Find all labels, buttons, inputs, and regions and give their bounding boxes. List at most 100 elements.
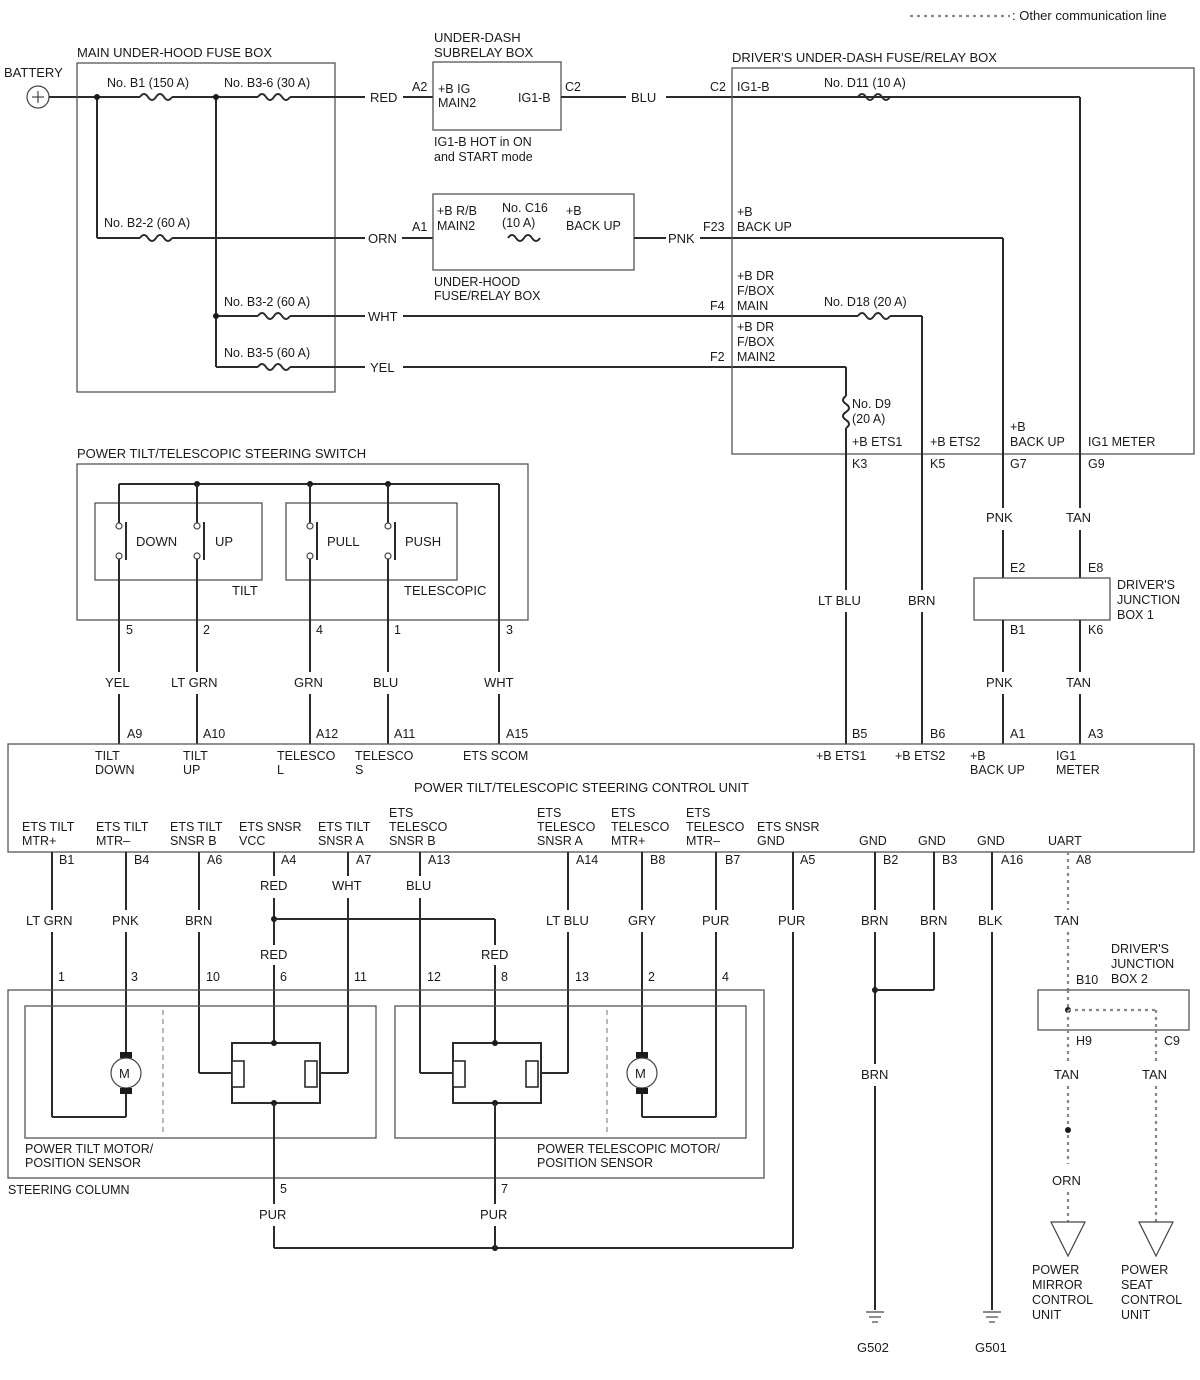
cu-pin-b6: B6: [930, 727, 945, 741]
cu-b-pin-a7: A7: [356, 853, 371, 867]
junction-box-1: E2 E8 B1 K6 DRIVER'S JUNCTION BOX 1: [973, 561, 1180, 637]
dest-seat-2: SEAT: [1121, 1278, 1153, 1292]
connector-c2-drv: C2: [710, 80, 726, 94]
junction-box-2: B10 H9 C9 DRIVER'S JUNCTION BOX 2: [1037, 942, 1190, 1048]
wire-lower-lt-blu: LT BLU: [546, 913, 589, 928]
switch-title: POWER TILT/TELESCOPIC STEERING SWITCH: [77, 446, 366, 461]
connector-k5: K5: [930, 457, 945, 471]
cu-b-label-6-2: SNSR A: [537, 834, 584, 848]
cu-label-ig1-meter-2: METER: [1056, 763, 1100, 777]
fuse-d18: No. D18 (20 A): [824, 295, 907, 309]
fuse-d18-symbol: [857, 312, 891, 320]
wire-jb2-orn: ORN: [1052, 1173, 1081, 1188]
cu-pin-b5: B5: [852, 727, 867, 741]
tele-motor-symbol: M: [635, 1066, 646, 1081]
switch-pull-label: PULL: [327, 534, 360, 549]
wire-sw-lt-grn: LT GRN: [171, 675, 217, 690]
cu-b-label-0-1: ETS TILT: [22, 820, 75, 834]
cu-b-pin-b7: B7: [725, 853, 740, 867]
connector-g9: G9: [1088, 457, 1105, 471]
fuse-c16-2: (10 A): [502, 216, 535, 230]
cu-b-label-1-1: ETS TILT: [96, 820, 149, 834]
wire-red: RED: [370, 90, 397, 105]
fuse-b3-2-symbol: [257, 312, 291, 320]
sc-pin-5: 5: [280, 1182, 287, 1196]
connector-c2-sub: C2: [565, 80, 581, 94]
subrelay-box: UNDER-DASH SUBRELAY BOX A2 +B IG MAIN2 I…: [412, 30, 581, 164]
cu-b-label-8-0: ETS: [686, 806, 710, 820]
mirror-arrow-icon: [1050, 1221, 1086, 1258]
switch-pin-4: 4: [316, 623, 323, 637]
cu-b-pin-b8: B8: [650, 853, 665, 867]
pin-ig1-meter: IG1 METER: [1088, 435, 1155, 449]
wire-lower-brn: BRN: [185, 913, 212, 928]
sc-pin-12: 12: [427, 970, 441, 984]
dest-seat: POWER SEAT CONTROL UNIT: [1121, 1221, 1182, 1322]
seat-arrow-icon: [1138, 1221, 1174, 1258]
wire-lower-lt-grn: LT GRN: [26, 913, 72, 928]
jb1-pin-k6: K6: [1088, 623, 1103, 637]
cu-label-backup-2: BACK UP: [970, 763, 1025, 777]
cu-pin-a3: A3: [1088, 727, 1103, 741]
cu-b-label-4-1: ETS TILT: [318, 820, 371, 834]
cu-b-pin-a14: A14: [576, 853, 598, 867]
cu-b-pin-b1: B1: [59, 853, 74, 867]
ground-g501-label: G501: [975, 1340, 1007, 1355]
wire-pnk-backup: PNK: [986, 510, 1013, 525]
cu-b-pin-a16: A16: [1001, 853, 1023, 867]
cu-b-label-0-2: MTR+: [22, 834, 56, 848]
wire-lower-pur-2: PUR: [778, 913, 805, 928]
cu-b-label-3-1: ETS SNSR: [239, 820, 302, 834]
switch-down-label: DOWN: [136, 534, 177, 549]
driver-fuse-box-title: DRIVER'S UNDER-DASH FUSE/RELAY BOX: [732, 50, 997, 65]
jb1-pin-e2: E2: [1010, 561, 1025, 575]
cu-pin-a11: A11: [394, 727, 415, 741]
fuse-d9-2: (20 A): [852, 412, 885, 426]
pin-backup-1: +B: [737, 205, 753, 219]
cu-label-tilt-down-2: DOWN: [95, 763, 135, 777]
driver-fuse-box: DRIVER'S UNDER-DASH FUSE/RELAY BOX C2 IG…: [703, 50, 1195, 471]
cu-label-ets-scom: ETS SCOM: [463, 749, 528, 763]
main-fuse-box: MAIN UNDER-HOOD FUSE BOX No. B1 (150 A) …: [76, 45, 365, 393]
cu-b-label-8-2: MTR–: [686, 834, 720, 848]
cu-b-label-5-1: TELESCO: [389, 820, 448, 834]
cu-b-label-12: GND: [977, 834, 1005, 848]
connector-k3: K3: [852, 457, 867, 471]
steering-switch: POWER TILT/TELESCOPIC STEERING SWITCH DO…: [76, 446, 529, 640]
wire-col-pur-left: PUR: [259, 1207, 286, 1222]
wire-lower-tan-uart: TAN: [1054, 913, 1079, 928]
dest-mirror: POWER MIRROR CONTROL UNIT: [1032, 1221, 1093, 1322]
jb2-title-1: DRIVER'S: [1111, 942, 1169, 956]
cu-b-label-11: GND: [918, 834, 946, 848]
fuse-b3-6-symbol: [257, 93, 291, 101]
subrelay-title-1: UNDER-DASH: [434, 30, 521, 45]
dest-mirror-1: POWER: [1032, 1263, 1079, 1277]
switch-pin-3: 3: [506, 623, 513, 637]
cu-b-pin-b2: B2: [883, 853, 898, 867]
switch-pin-1: 1: [394, 623, 401, 637]
switch-up-label: UP: [215, 534, 233, 549]
cu-pin-a10: A10: [203, 727, 225, 741]
wire-lower-brn-gnd1: BRN: [861, 913, 888, 928]
fuse-b3-6: No. B3-6 (30 A): [224, 76, 310, 90]
cu-b-label-4-2: SNSR A: [318, 834, 365, 848]
cu-b-label-10: GND: [859, 834, 887, 848]
tele-assy-label-2: POSITION SENSOR: [537, 1156, 653, 1170]
sc-pin-2: 2: [648, 970, 655, 984]
sc-pin-11: 11: [354, 970, 367, 984]
sc-pin-10: 10: [206, 970, 220, 984]
cu-pin-a12: A12: [316, 727, 338, 741]
relay-box-title-1: UNDER-HOOD: [434, 275, 520, 289]
subrelay-pin-out: IG1-B: [518, 91, 551, 105]
sc-pin-6: 6: [280, 970, 287, 984]
control-unit-title: POWER TILT/TELESCOPIC STEERING CONTROL U…: [414, 780, 749, 795]
sc-pin-4: 4: [722, 970, 729, 984]
wire-sw-blu: BLU: [373, 675, 398, 690]
cu-b-pin-a6: A6: [207, 853, 222, 867]
sc-pin-7: 7: [501, 1182, 508, 1196]
tilt-sensor-resistor-1: [231, 1060, 245, 1088]
cu-pin-a1: A1: [1010, 727, 1025, 741]
battery: BATTERY: [4, 65, 97, 109]
wire-lower-wht: WHT: [332, 878, 362, 893]
wire-lower-red-2: RED: [260, 947, 287, 962]
